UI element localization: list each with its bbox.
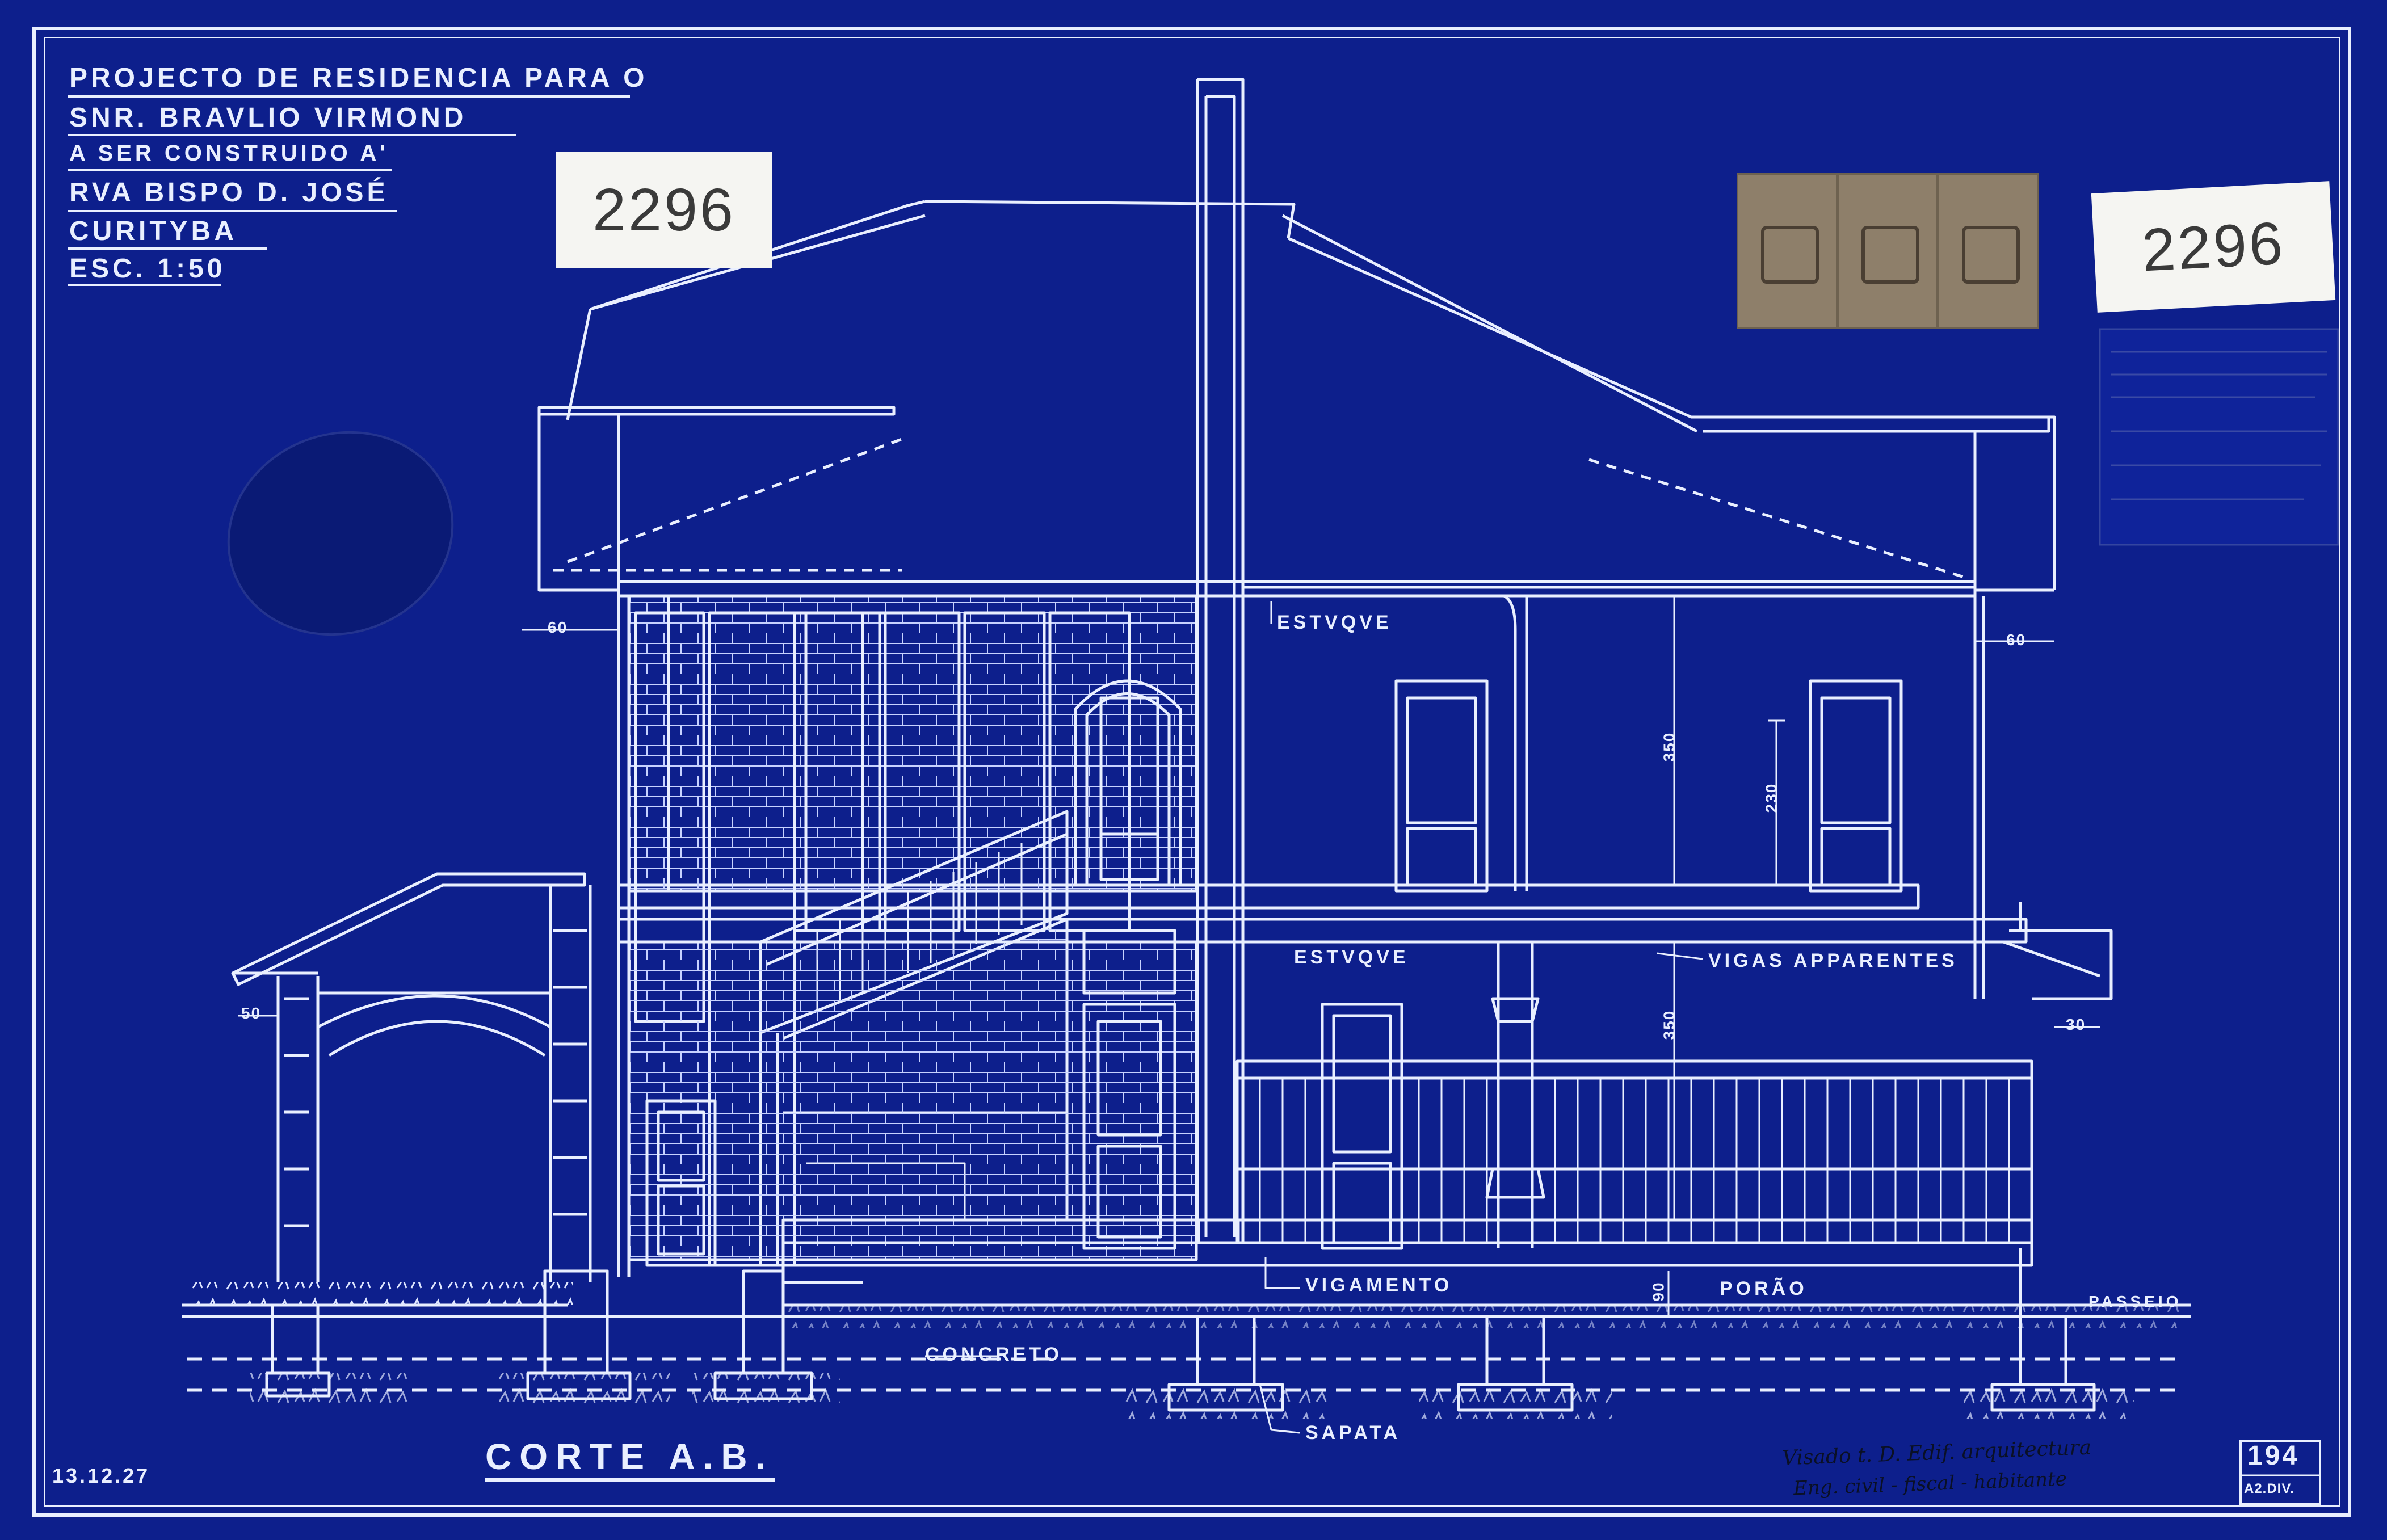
dim-basement: 90: [1649, 1281, 1667, 1302]
dim-lower-height: 350: [1660, 1009, 1678, 1040]
dim-porch-left: 50: [241, 1004, 262, 1022]
dim-right-eave: 60: [2006, 631, 2027, 649]
label-porao: Porão: [1720, 1278, 1808, 1299]
section-title: Corte A.B.: [485, 1436, 774, 1477]
label-passeio: Passeio: [2088, 1293, 2182, 1310]
title-line-1: Projecto de Residencia para o: [69, 63, 648, 93]
label-concreto: Concreto: [925, 1344, 1062, 1365]
title-line-2: Snr. Bravlio Virmond: [69, 103, 467, 133]
label-vigamento: Vigamento: [1305, 1274, 1453, 1296]
label-vigas-apparentes: Vigas apparentes: [1708, 950, 1958, 971]
sheet-sub: A2.Div.: [2244, 1481, 2294, 1496]
dim-left-eave: 60: [548, 618, 568, 636]
tax-stamp-2: [1837, 173, 1938, 329]
section-title-underline: [485, 1478, 775, 1482]
label-estuque-lower: Estvqve: [1294, 946, 1409, 968]
title-line-4: Rva Bispo D. José: [69, 178, 389, 208]
title-line-5: Curityba: [69, 216, 237, 246]
archive-tag-right: 2296: [2091, 181, 2336, 313]
label-estuque-upper: Estvqve: [1277, 612, 1392, 633]
dim-upper-door: 230: [1762, 782, 1780, 813]
dim-upper-height: 350: [1660, 731, 1678, 762]
label-sapata: Sapata: [1305, 1422, 1401, 1444]
tax-stamp-1: [1737, 173, 1838, 329]
drawing-date: 13.12.27: [52, 1464, 150, 1487]
sheet-number: 194: [2247, 1441, 2300, 1471]
title-line-6: Esc. 1:50: [69, 254, 226, 284]
dim-porch-right: 30: [2066, 1016, 2086, 1033]
archive-tag-left: 2296: [556, 152, 772, 268]
tax-stamp-3: [1938, 173, 2039, 329]
title-line-3: a ser construido a': [69, 141, 389, 166]
